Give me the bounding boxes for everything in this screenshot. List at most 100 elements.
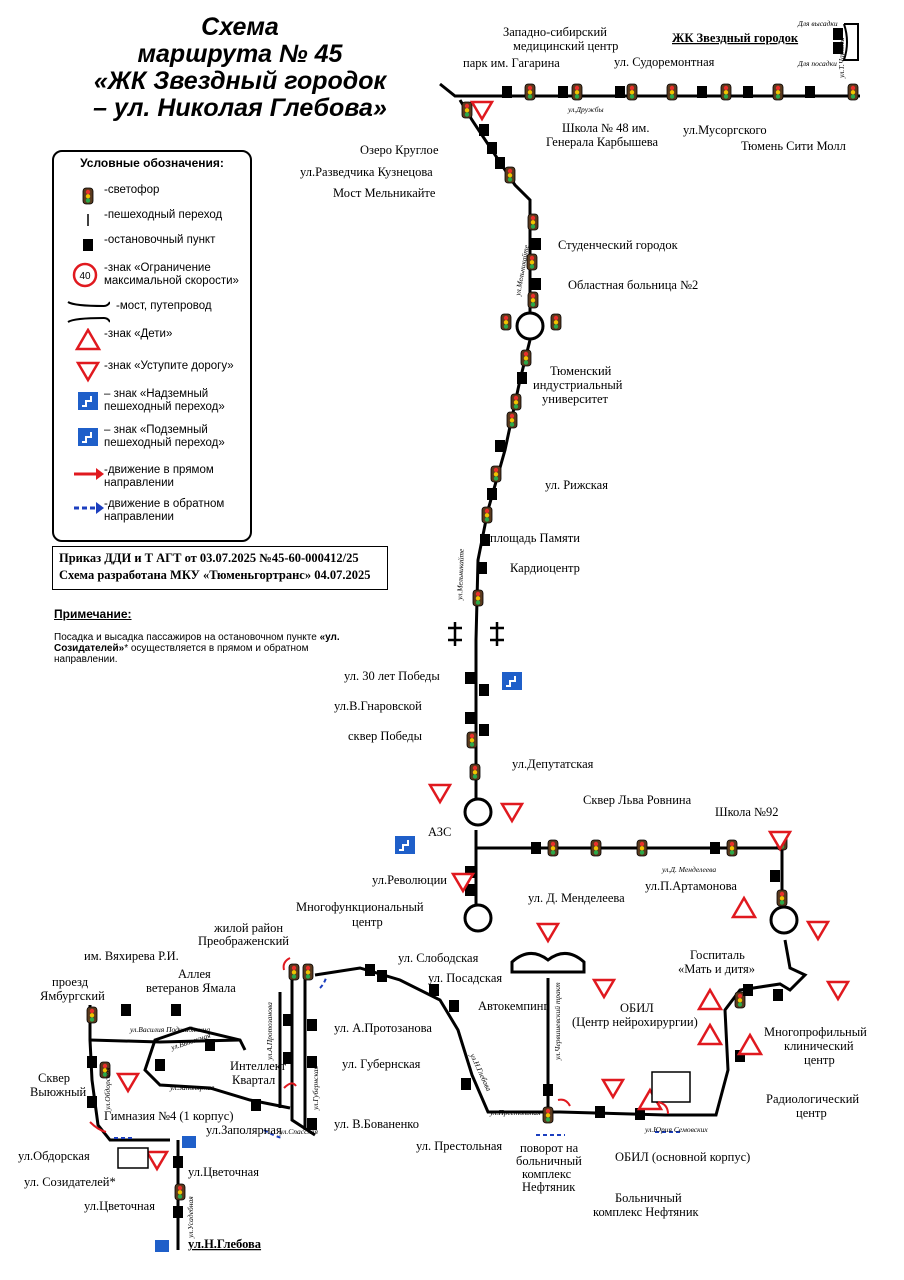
speed-limit-icon: 40	[72, 262, 98, 288]
map-label-musorgskogo: ул.Мусоргского	[683, 123, 767, 137]
map-label-skver: сквер Победы	[348, 729, 423, 743]
bus-stop-icon	[83, 239, 93, 251]
map-label-druzhby: ул.Дружбы	[567, 105, 604, 114]
map-label-s_gubernskaya: ул.Губернская	[311, 1065, 320, 1111]
map-label-rovnina: Сквер Льва Ровнина	[583, 793, 692, 807]
map-label-s_protozanova: ул.А.Протозанова	[265, 1002, 274, 1061]
map-label-mfc2: центр	[352, 915, 383, 929]
map-label-mendeleeva_s: ул.Д. Менделеева	[661, 865, 716, 874]
note-title: Примечание:	[54, 607, 132, 621]
map-label-shkola48_2: Генерала Карбышева	[546, 135, 659, 149]
map-label-obdorskaya: ул.Обдорская	[18, 1149, 90, 1163]
map-label-posadskaya: ул. Посадская	[428, 971, 502, 985]
note-text: Посадка и высадка пассажиров на останово…	[54, 632, 340, 665]
forward-arrow-icon	[74, 468, 104, 480]
map-label-sudoremontnaya: ул. Судоремонтная	[614, 55, 715, 69]
map-label-s_zapolyarnaya: ул.Заполярная	[169, 1083, 215, 1092]
map-label-bk1: Больничный	[615, 1191, 682, 1205]
map-label-melnikaite: ул.Мельникайте	[513, 244, 531, 298]
map-label-kuznetsova: ул.Разведчика Кузнецова	[300, 165, 433, 179]
svg-text:40: 40	[79, 271, 91, 282]
map-label-shkola92: Школа №92	[715, 805, 778, 819]
map-label-bk2: комплекс Нефтяник	[593, 1205, 700, 1219]
children-sign-icon	[75, 328, 101, 351]
map-label-alleya2: ветеранов Ямала	[146, 981, 236, 995]
map-label-glebova: ул.Н.Глебова	[188, 1237, 262, 1251]
map-label-radio1: Радиологический	[766, 1092, 859, 1106]
map-label-s_obdorskaya: ул.Обдорская	[103, 1067, 112, 1111]
map-label-deputatskaya: ул.Депутатская	[512, 757, 594, 771]
map-label-ploshchad: площадь Памяти	[490, 531, 580, 545]
map-label-mkc1: Многопрофильный	[764, 1025, 867, 1039]
map-label-rizhskaya: ул. Рижская	[545, 478, 608, 492]
order-line-1: Приказ ДДИ и Т АГТ от 03.07.2025 №45-60-…	[59, 551, 359, 565]
map-label-revolyutsii: ул.Революции	[372, 873, 447, 887]
map-label-avtokemping: Автокемпинг	[478, 999, 549, 1013]
crosswalk-icon	[87, 214, 89, 226]
map-label-s_vasiliya: ул.Василия Подшибякина	[129, 1025, 210, 1034]
map-label-radio2: центр	[796, 1106, 827, 1120]
map-label-povorot1: поворот на	[520, 1141, 579, 1155]
map-label-gagarina: парк им. Гагарина	[463, 56, 560, 70]
map-label-prestolnaya: ул. Престольная	[416, 1139, 502, 1153]
map-label-gimnaziya: Гимназия №4 (1 корпус)	[104, 1109, 234, 1123]
map-label-s_usadebnaya: ул.Усадебная	[186, 1196, 195, 1239]
traffic-light-icon	[82, 187, 94, 205]
map-label-preobr1: жилой район	[213, 921, 283, 935]
map-label-zapolyarnaya: ул.Заполярная	[206, 1123, 282, 1137]
map-label-zsmc1: Западно-сибирский	[503, 25, 607, 39]
map-label-tiu3: университет	[542, 392, 609, 406]
map-label-s_chervishevsky: ул.Червишевский тракт	[553, 982, 562, 1061]
map-label-chertova: ул.Т.Чаркова	[837, 37, 846, 79]
map-label-mfc1: Многофункциональный	[296, 900, 424, 914]
map-label-skver_v2: Выюжный	[30, 1085, 86, 1099]
map-label-azs: АЗС	[428, 825, 451, 839]
reverse-arrow-icon	[74, 502, 104, 514]
map-label-kardio: Кардиоцентр	[510, 561, 580, 575]
map-label-tsvetochnaya1: ул.Цветочная	[188, 1165, 259, 1179]
map-label-s_semovskikh: ул.Юрия Семовских	[644, 1125, 708, 1134]
map-label-tiu2: индустриальный	[533, 378, 623, 392]
map-label-tsvetochnaya2: ул.Цветочная	[84, 1199, 155, 1213]
map-label-posadka: Для посадки	[797, 59, 837, 68]
map-label-studgorodok: Студенческий городок	[558, 238, 679, 252]
bridge-icon	[67, 301, 110, 323]
map-label-bovanenko: ул. В.Бованенко	[334, 1117, 419, 1131]
legend-title: Условные обозначения:	[80, 156, 224, 170]
map-label-most: Мост Мельникайте	[333, 186, 436, 200]
map-label-slobodskaya: ул. Слободская	[398, 951, 479, 965]
order-line-2: Схема разработана МКУ «Тюменьгортранс» 0…	[59, 568, 371, 582]
map-label-intellekt1: Интеллект	[230, 1059, 287, 1073]
map-label-intellekt2: Квартал	[232, 1073, 275, 1087]
map-label-vyakhireva: им. Вяхирева Р.И.	[84, 949, 179, 963]
overpass-crossing-icon	[77, 391, 99, 411]
legend-panel: Условные обозначения: -светофор -пешеход…	[52, 150, 252, 542]
map-label-gospital2: «Мать и дитя»	[678, 962, 755, 976]
map-label-preobr2: Преображенский	[198, 934, 289, 948]
underpass-crossing-icon	[77, 427, 99, 447]
order-box: Приказ ДДИ и Т АГТ от 03.07.2025 №45-60-…	[52, 546, 388, 590]
map-label-obil_osn: ОБИЛ (основной корпус)	[615, 1150, 750, 1164]
map-label-mendeleeva: ул. Д. Менделеева	[528, 891, 625, 905]
map-label-s_spasskaya: ул.Спасская	[279, 1127, 319, 1136]
map-label-obil2: (Центр нейрохирургии)	[572, 1015, 698, 1029]
map-label-sozidateley: ул. Созидателей*	[24, 1175, 116, 1189]
yield-sign-icon	[76, 361, 100, 382]
map-label-bolnitsa2: Областная больница №2	[568, 278, 698, 292]
map-label-gubernskaya: ул. Губернская	[342, 1057, 421, 1071]
map-label-gnarovskoy: ул.В.Гнаровской	[334, 699, 422, 713]
map-label-povorot3: комплекс	[522, 1167, 572, 1181]
map-label-yamburg2: Ямбургский	[40, 989, 105, 1003]
map-label-shkola48_1: Школа № 48 им.	[562, 121, 649, 135]
map-label-skver_v1: Сквер	[38, 1071, 70, 1085]
map-label-zsmc2: медицинский центр	[513, 39, 618, 53]
map-label-artamonova: ул.П.Артамонова	[645, 879, 737, 893]
map-label-yamburg1: проезд	[52, 975, 89, 989]
map-label-protozanova: ул. А.Протозанова	[334, 1021, 432, 1035]
map-label-gospital1: Госпиталь	[690, 948, 745, 962]
map-label-pobedy30: ул. 30 лет Победы	[344, 669, 440, 683]
map-label-ozero: Озеро Круглое	[360, 143, 439, 157]
map-label-s_prestolnaya: ул.Престольная	[489, 1108, 541, 1117]
map-label-vysadka: Для высадки	[797, 19, 838, 28]
